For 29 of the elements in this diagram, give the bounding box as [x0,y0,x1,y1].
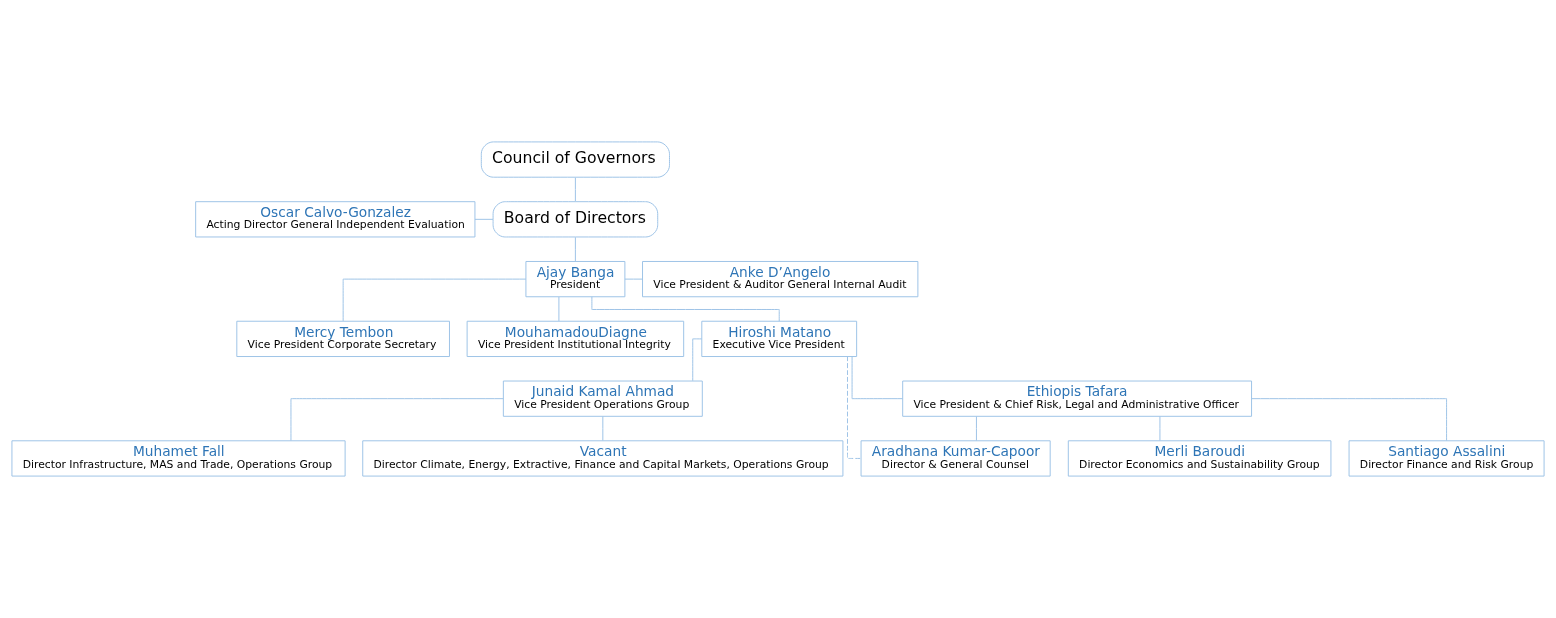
node-box: Ethiopis Tafara Vice President & Chief Risk, Legal and Administrative Officer [902,380,1253,417]
node-box: Anke D’Angelo Vice President & Auditor General Internal Audit [642,261,919,298]
connector [290,398,504,441]
connector [574,236,576,262]
node-box: Ajay Banga President [525,261,626,298]
connector [558,296,560,322]
node-box: Council of Governors [480,141,670,178]
connector [474,218,494,220]
node-box: MouhamadouDiagne Vice President Institutional Integrity [466,320,685,357]
connector [624,278,643,280]
node-box: Mercy Tembon Vice President Corporate Secretary [236,320,450,357]
connector [851,356,904,400]
node-box: Oscar Calvo-Gonzalez Acting Director General Independent Evaluation [195,201,476,238]
connector [602,416,604,441]
node-box: Merli Baroudi Director Economics and Sustainability Group [1067,440,1332,477]
connector [1159,416,1161,441]
connector [342,278,527,322]
connector [591,296,780,322]
connector [692,338,703,382]
node-box: Vacant Director Climate, Energy, Extractive, Finance and Capital Markets, Operations Group [362,440,844,477]
node-box: Junaid Kamal Ahmad Vice President Operations Group [502,380,703,417]
connector [975,416,977,441]
connector [1251,398,1448,441]
node-box: Aradhana Kumar-Capoor Director & General Counsel [860,440,1051,477]
connector [574,177,576,202]
node-box: Board of Directors [492,201,659,238]
node-box: Muhamet Fall Director Infrastructure, MAS and Trade, Operations Group [11,440,346,477]
node-box: Santiago Assalini Director Finance and Risk Group [1348,440,1545,477]
node-box: Hiroshi Matano Executive Vice President [701,320,858,357]
